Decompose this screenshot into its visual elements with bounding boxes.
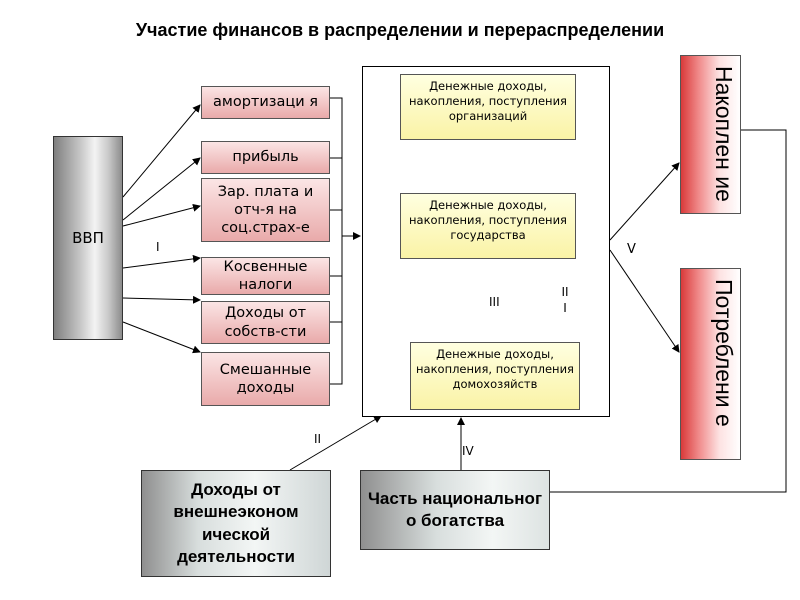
bracket-pink — [330, 97, 343, 385]
arrow-gdp-amortization — [122, 104, 201, 198]
arrow-foreign-to-frame — [289, 415, 382, 471]
arrow-gdp-mixed — [122, 321, 201, 354]
arrow-gdp-taxes — [122, 254, 201, 269]
box-amortization: амортизаци я — [201, 86, 330, 119]
label-III: III — [489, 295, 500, 309]
box-property-income: Доходы от собств-сти — [201, 301, 330, 344]
arrow-accumulation-to-wealth — [530, 129, 787, 496]
box-indirect-taxes: Косвенные налоги — [201, 257, 330, 295]
accumulation-label: Накоплен ие — [711, 66, 737, 202]
box-mixed-income: Смешанные доходы — [201, 352, 330, 406]
box-organizations: Денежные доходы, накопления, поступления… — [400, 74, 576, 140]
label-I: I — [156, 240, 160, 254]
gdp-box: ВВП — [53, 136, 123, 340]
label-II-I: II I — [561, 285, 569, 315]
box-wages: Зар. плата и отч-я на соц.страх-е — [201, 178, 330, 242]
consumption-label: Потреблени е — [711, 279, 737, 427]
arrow-gdp-profit — [122, 157, 201, 221]
label-IV: IV — [462, 444, 474, 458]
box-foreign-trade: Доходы от внешнеэконом ической деятельно… — [141, 470, 331, 577]
box-households: Денежные доходы, накопления, поступления… — [410, 342, 580, 410]
box-national-wealth: Часть национальног о богатства — [360, 470, 550, 550]
box-accumulation: Накоплен ие — [680, 55, 741, 214]
arrow-gdp-wages — [122, 203, 201, 227]
box-state: Денежные доходы, накопления, поступления… — [400, 193, 576, 259]
diagram-title: Участие финансов в распределении и перер… — [135, 20, 665, 40]
arrow-to-accumulation — [609, 162, 680, 241]
label-V: V — [627, 242, 636, 257]
arrow-gdp-property — [122, 295, 201, 304]
box-consumption: Потреблени е — [680, 268, 741, 460]
arrow-to-consumption — [609, 249, 680, 353]
label-II: II — [314, 432, 322, 446]
box-profit: прибыль — [201, 141, 330, 174]
